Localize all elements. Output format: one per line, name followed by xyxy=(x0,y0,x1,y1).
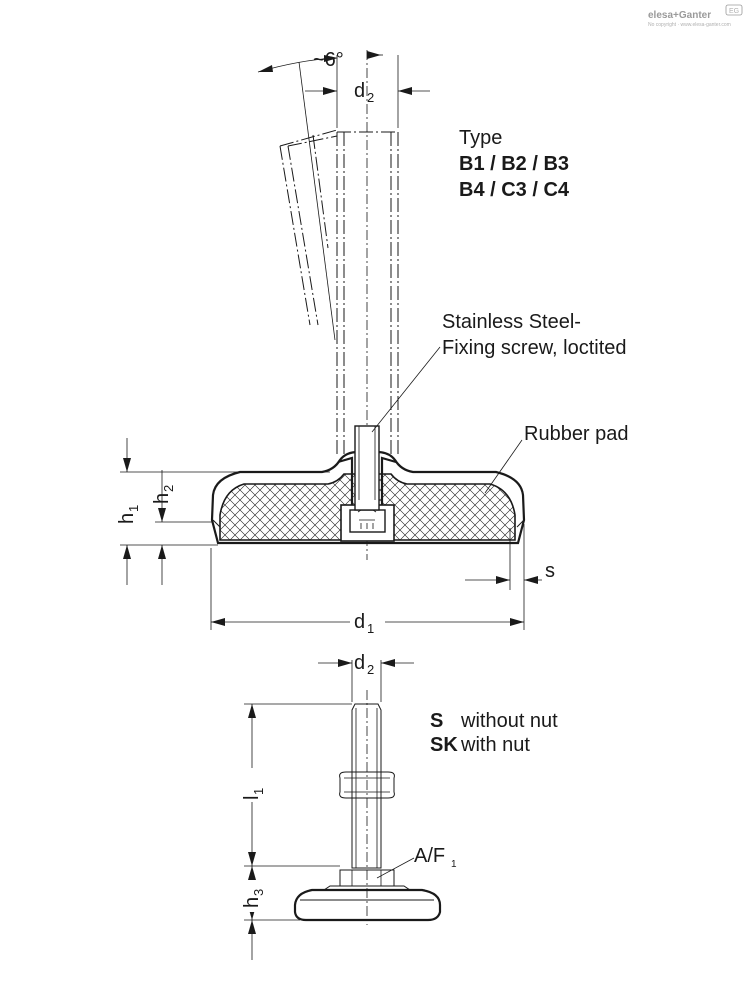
base-body xyxy=(210,425,526,545)
af-callout: A/F 1 xyxy=(376,845,457,879)
bottom-stud xyxy=(351,703,382,869)
s-label: s xyxy=(545,560,555,582)
l1-label-mask xyxy=(232,768,262,802)
callout-rubber-pad: Rubber pad xyxy=(484,423,629,494)
h3-label-main: h xyxy=(241,897,263,908)
screw-head xyxy=(349,509,386,533)
h1-label-sub: 1 xyxy=(126,505,141,512)
type-heading: Type xyxy=(459,127,502,149)
nut-legend: S without nut SK with nut xyxy=(430,710,558,756)
type-legend: Type B1 / B2 / B3 B4 / C3 / C4 xyxy=(459,127,570,201)
type-line-2: B4 / C3 / C4 xyxy=(459,179,570,201)
l1-label-sub: 1 xyxy=(251,788,266,795)
d2-bottom-label-sub: 2 xyxy=(367,662,374,677)
screw-callout-line-2: Fixing screw, loctited xyxy=(442,337,627,359)
h2-dimension: h 2 xyxy=(151,470,212,585)
d1-dimension: d 1 xyxy=(210,548,524,636)
af-label-sub: 1 xyxy=(451,859,457,870)
brand-logo: elesa+Ganter No copyright · www.elesa-ga… xyxy=(648,4,743,28)
s-dimension: s xyxy=(465,524,555,630)
legend-sk-text: with nut xyxy=(460,734,530,756)
type-line-1: B1 / B2 / B3 xyxy=(459,153,569,175)
d1-label-sub: 1 xyxy=(367,621,374,636)
hex-nut xyxy=(339,771,395,799)
legend-s-code: S xyxy=(430,710,443,732)
h3-dimension: h 3 xyxy=(232,866,300,960)
top-view: ~6° d 2 Type B1 / B2 / B3 xyxy=(116,49,629,636)
h3-label-mask xyxy=(232,880,262,912)
pad-callout-label: Rubber pad xyxy=(524,423,629,445)
legend-sk-code: SK xyxy=(430,734,458,756)
af-label-main: A/F xyxy=(414,845,445,867)
callout-fixing-screw: Stainless Steel- Fixing screw, loctited xyxy=(371,311,627,433)
brand-name: elesa+Ganter xyxy=(648,10,711,21)
h1-label-main: h xyxy=(116,513,138,524)
brand-badge-frame xyxy=(725,4,743,16)
d1-label-main: d xyxy=(354,611,365,633)
h1-dimension: h 1 xyxy=(116,438,330,585)
bottom-foot xyxy=(293,885,442,922)
h2-label-main: h xyxy=(151,493,173,504)
tilted-stud-phantom xyxy=(279,129,338,326)
d2-top-label-main: d xyxy=(354,80,365,102)
d2-dimension-top: d 2 xyxy=(305,51,430,128)
d2-top-label-sub: 2 xyxy=(367,90,374,105)
angle-label: ~6° xyxy=(313,49,344,71)
l1-label-main: l xyxy=(241,796,263,800)
angle-dimension: ~6° xyxy=(257,49,344,341)
d2-bottom-label-main: d xyxy=(354,652,365,674)
d1-label-mask xyxy=(350,606,385,636)
h3-label-sub: 3 xyxy=(251,889,266,896)
d2-dimension-bottom: d 2 xyxy=(318,652,414,702)
brand-badge: EG xyxy=(729,8,739,15)
threaded-stud xyxy=(336,131,399,455)
h2-label-sub: 2 xyxy=(161,485,176,492)
screw-callout-line-1: Stainless Steel- xyxy=(442,311,581,333)
bottom-view: d 2 xyxy=(232,652,558,960)
legend-s-text: without nut xyxy=(460,710,558,732)
l1-dimension: l 1 xyxy=(232,703,352,867)
brand-tagline: No copyright · www.elesa-ganter.com xyxy=(648,22,731,28)
